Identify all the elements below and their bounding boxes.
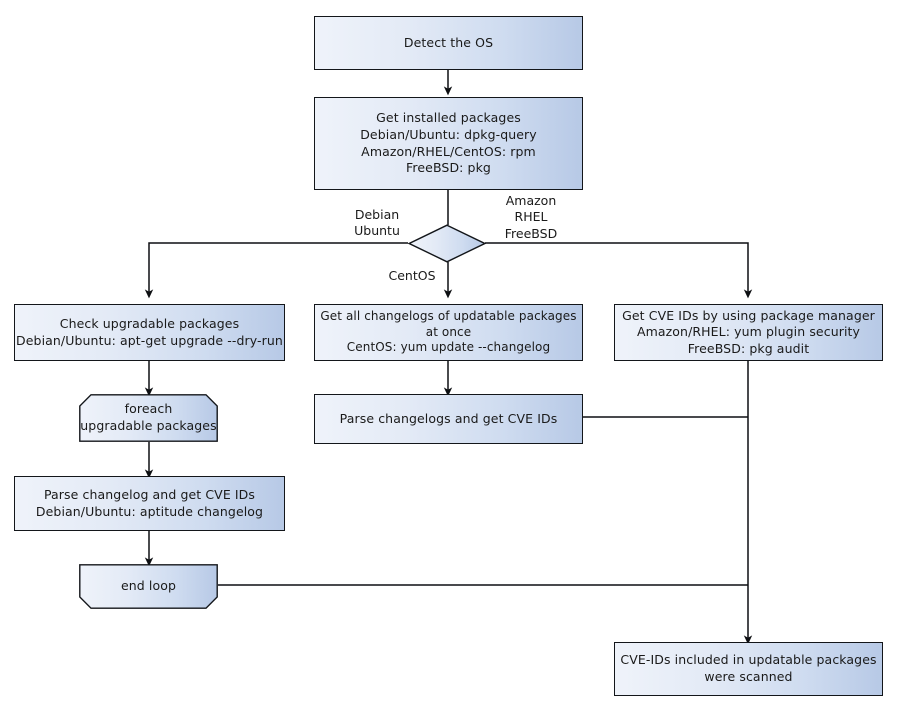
- node-check-upgradable-packages-label: Check upgradable packages Debian/Ubuntu:…: [16, 315, 283, 348]
- node-end-loop[interactable]: end loop: [79, 564, 218, 609]
- node-get-installed-packages[interactable]: Get installed packages Debian/Ubuntu: dp…: [314, 97, 583, 190]
- node-end-loop-label: end loop: [120, 578, 177, 594]
- node-get-all-changelogs[interactable]: Get all changelogs of updatable packages…: [314, 304, 583, 361]
- node-foreach-upgradable-packages-label: foreach upgradable packages: [80, 401, 217, 433]
- node-get-installed-packages-label: Get installed packages Debian/Ubuntu: dp…: [360, 110, 537, 176]
- node-scan-complete-label: CVE-IDs included in updatable packages w…: [620, 652, 877, 684]
- node-parse-changelogs-get-cve-ids[interactable]: Parse changelogs and get CVE IDs: [314, 394, 583, 444]
- node-parse-changelog-get-cve-ids[interactable]: Parse changelog and get CVE IDs Debian/U…: [14, 476, 285, 531]
- edge-decision-to-check-upgradable: [144, 242, 408, 299]
- node-scan-complete[interactable]: CVE-IDs included in updatable packages w…: [614, 642, 883, 696]
- loop-end-shape: [79, 564, 218, 609]
- node-parse-changelogs-get-cve-ids-label: Parse changelogs and get CVE IDs: [339, 410, 558, 426]
- edge-decision-to-cve-package-manager: [485, 242, 753, 299]
- node-get-all-changelogs-label: Get all changelogs of updatable packages…: [320, 308, 577, 355]
- edge-label-debian-ubuntu: Debian Ubuntu: [354, 207, 400, 239]
- node-check-upgradable-packages[interactable]: Check upgradable packages Debian/Ubuntu:…: [14, 304, 285, 361]
- node-detect-os[interactable]: Detect the OS: [314, 16, 583, 70]
- node-get-cve-ids-package-manager[interactable]: Get CVE IDs by using package manager Ama…: [614, 304, 883, 361]
- loop-start-shape: [79, 394, 218, 442]
- edge-label-centos: CentOS: [388, 268, 436, 283]
- edge-label-amazon-rhel-freebsd: Amazon RHEL FreeBSD: [504, 193, 558, 241]
- diamond-shape: [407, 224, 487, 263]
- node-os-decision[interactable]: [407, 224, 487, 263]
- node-parse-changelog-get-cve-ids-label: Parse changelog and get CVE IDs Debian/U…: [35, 486, 264, 519]
- node-foreach-upgradable-packages[interactable]: foreach upgradable packages: [79, 394, 218, 442]
- node-detect-os-label: Detect the OS: [403, 34, 494, 50]
- node-get-cve-ids-package-manager-label: Get CVE IDs by using package manager Ama…: [622, 307, 875, 356]
